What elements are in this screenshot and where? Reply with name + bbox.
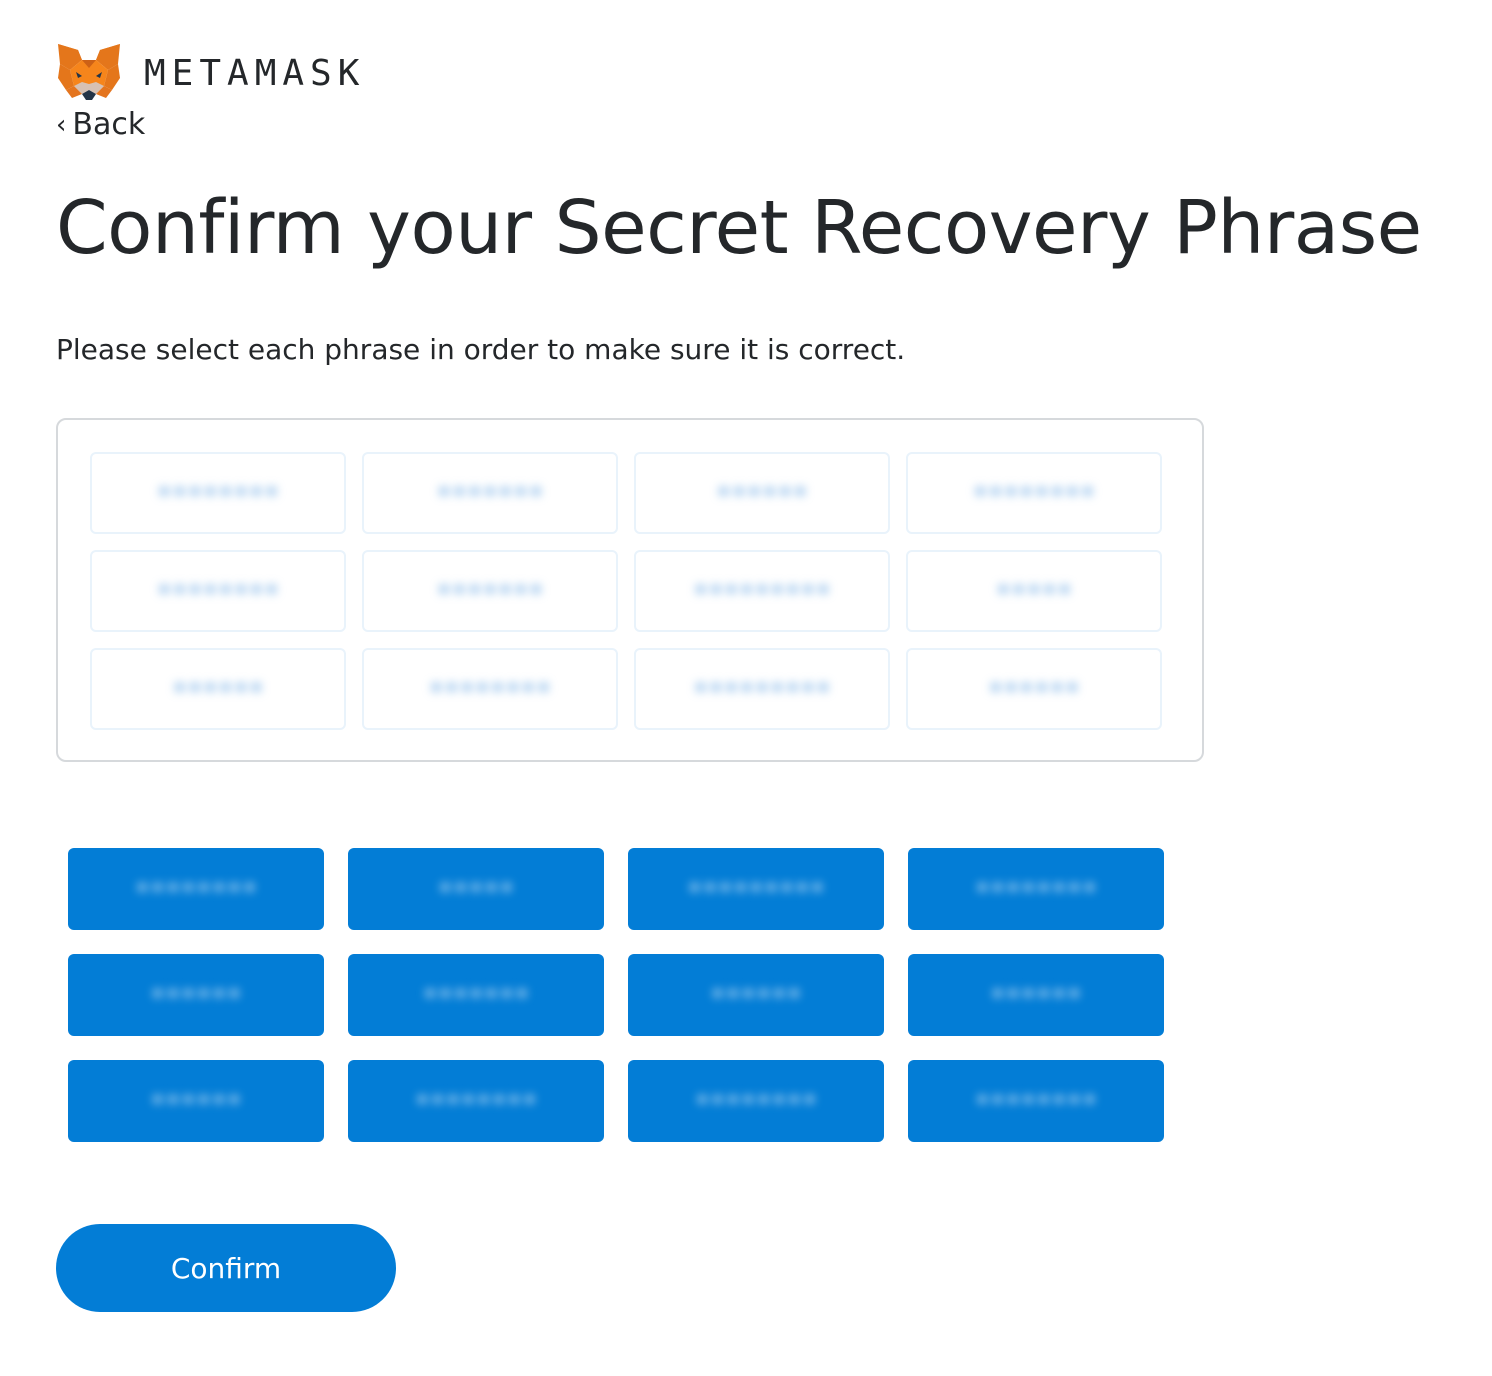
selected-word: ••••••••• bbox=[692, 674, 832, 704]
word-option-button[interactable]: ••••••• bbox=[348, 954, 604, 1036]
word-option-label: •••••• bbox=[149, 1086, 242, 1116]
brand-header: METAMASK bbox=[56, 42, 365, 104]
selected-word-slot-9[interactable]: •••••• bbox=[90, 648, 346, 730]
word-options-grid: •••••••• ••••• ••••••••• •••••••• ••••••… bbox=[68, 848, 1164, 1142]
selected-word-slot-3[interactable]: •••••• bbox=[634, 452, 890, 534]
word-option-button[interactable]: ••••• bbox=[348, 848, 604, 930]
chevron-left-icon: ‹ bbox=[56, 110, 67, 140]
selected-word-slot-11[interactable]: ••••••••• bbox=[634, 648, 890, 730]
selected-word-slot-1[interactable]: •••••••• bbox=[90, 452, 346, 534]
selected-word: ••••••••• bbox=[692, 576, 832, 606]
selected-word-slot-7[interactable]: ••••••••• bbox=[634, 550, 890, 632]
word-option-label: •••••• bbox=[989, 980, 1082, 1010]
word-option-label: ••••• bbox=[437, 874, 515, 904]
word-option-label: ••••••••• bbox=[686, 874, 826, 904]
word-option-button[interactable]: •••••••• bbox=[68, 848, 324, 930]
selected-word: •••••••• bbox=[156, 576, 280, 606]
selected-word-slot-6[interactable]: ••••••• bbox=[362, 550, 618, 632]
selected-word: •••••••• bbox=[972, 478, 1096, 508]
selected-word: ••••••• bbox=[436, 478, 544, 508]
selected-word-slot-2[interactable]: ••••••• bbox=[362, 452, 618, 534]
word-option-button[interactable]: •••••••• bbox=[348, 1060, 604, 1142]
word-option-label: ••••••• bbox=[422, 980, 530, 1010]
word-option-label: •••••••• bbox=[974, 874, 1098, 904]
selected-word: •••••• bbox=[987, 674, 1080, 704]
page-title: Confirm your Secret Recovery Phrase bbox=[56, 185, 1422, 271]
selected-word-slot-4[interactable]: •••••••• bbox=[906, 452, 1162, 534]
word-option-button[interactable]: ••••••••• bbox=[628, 848, 884, 930]
selected-word-slot-12[interactable]: •••••• bbox=[906, 648, 1162, 730]
metamask-wordmark: METAMASK bbox=[144, 53, 366, 94]
page-subtitle: Please select each phrase in order to ma… bbox=[56, 333, 906, 366]
selected-phrase-area: •••••••• ••••••• •••••• •••••••• •••••••… bbox=[56, 418, 1204, 762]
word-option-button[interactable]: •••••••• bbox=[908, 1060, 1164, 1142]
selected-word-slot-10[interactable]: •••••••• bbox=[362, 648, 618, 730]
back-label: Back bbox=[72, 107, 146, 142]
word-option-label: •••••••• bbox=[694, 1086, 818, 1116]
word-option-label: •••••••• bbox=[134, 874, 258, 904]
word-option-label: •••••••• bbox=[974, 1086, 1098, 1116]
back-link[interactable]: ‹ Back bbox=[56, 106, 145, 144]
confirm-button[interactable]: Confirm bbox=[56, 1224, 396, 1312]
word-option-label: •••••• bbox=[149, 980, 242, 1010]
word-option-label: •••••• bbox=[709, 980, 802, 1010]
word-option-button[interactable]: •••••• bbox=[628, 954, 884, 1036]
word-option-button[interactable]: •••••• bbox=[908, 954, 1164, 1036]
word-option-label: •••••••• bbox=[414, 1086, 538, 1116]
selected-word: •••••• bbox=[171, 674, 264, 704]
selected-word: •••••••• bbox=[156, 478, 280, 508]
selected-word: •••••• bbox=[715, 478, 808, 508]
word-option-button[interactable]: •••••• bbox=[68, 1060, 324, 1142]
word-option-button[interactable]: •••••• bbox=[68, 954, 324, 1036]
selected-word-slot-5[interactable]: •••••••• bbox=[90, 550, 346, 632]
word-option-button[interactable]: •••••••• bbox=[628, 1060, 884, 1142]
selected-word-slot-8[interactable]: ••••• bbox=[906, 550, 1162, 632]
metamask-fox-icon bbox=[58, 44, 120, 100]
word-option-button[interactable]: •••••••• bbox=[908, 848, 1164, 930]
selected-word: ••••••• bbox=[436, 576, 544, 606]
selected-phrase-grid: •••••••• ••••••• •••••• •••••••• •••••••… bbox=[90, 452, 1162, 730]
selected-word: •••••••• bbox=[428, 674, 552, 704]
selected-word: ••••• bbox=[995, 576, 1073, 606]
